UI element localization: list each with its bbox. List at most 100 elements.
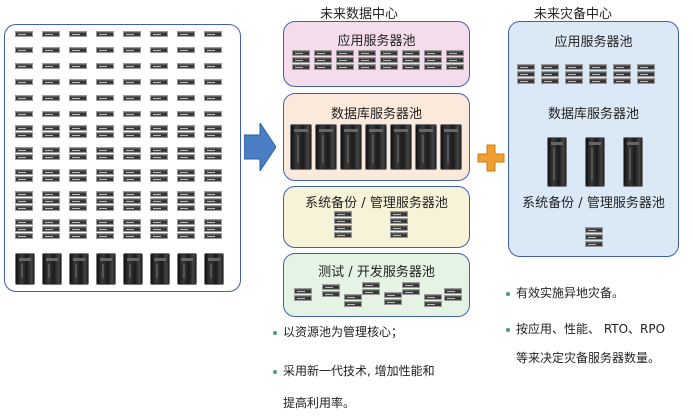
server-unit-icon [292,64,310,70]
rack-cabinet-icon [315,124,337,170]
rack-cabinet-icon [365,124,387,170]
server-unit-icon [15,47,33,53]
server-unit-icon [69,233,87,239]
server-unit-icon [15,226,33,232]
server-unit-icon [424,301,442,307]
server-unit-icon [613,64,631,70]
server-unit-icon [334,218,352,224]
server-unit-icon [69,226,87,232]
server-unit-icon [334,232,352,238]
server-unit-icon [96,205,114,211]
server-unit-icon [42,47,60,53]
rack-cabinet-icon [623,137,643,187]
server-unit-icon [123,31,141,37]
server-unit-icon [15,79,33,85]
server-unit-icon [150,63,168,69]
server-unit-icon [444,295,462,301]
rack-cabinet-icon [69,253,89,285]
server-unit-icon [322,284,340,290]
server-unit-icon [177,226,195,232]
server-unit-icon [42,169,60,175]
server-unit-icon [585,227,603,233]
server-unit-icon [204,125,222,131]
server-unit-icon [123,95,141,101]
server-unit-icon [380,57,398,63]
server-unit-icon [204,95,222,101]
dc-bullet-2: 采用新一代技术, 增加性能和 [273,363,435,379]
server-unit-icon [390,225,408,231]
rack-cabinet-icon [96,253,116,285]
server-unit-icon [15,205,33,211]
rack-cabinet-icon [390,124,412,170]
server-unit-icon [69,147,87,153]
server-unit-icon [15,132,33,138]
server-unit-icon [15,125,33,131]
server-unit-icon [177,233,195,239]
server-unit-icon [96,191,114,197]
server-unit-icon [42,79,60,85]
server-unit-icon [204,47,222,53]
server-unit-icon [150,191,168,197]
server-unit-icon [314,57,332,63]
server-unit-icon [15,176,33,182]
server-unit-icon [585,241,603,247]
server-unit-icon [334,225,352,231]
server-unit-icon [637,78,655,84]
server-unit-icon [123,79,141,85]
dc-test-pool: 测试 / 开发服务器池 [283,253,470,317]
server-unit-icon [384,292,402,298]
server-unit-icon [42,111,60,117]
server-unit-icon [177,47,195,53]
server-unit-icon [69,132,87,138]
server-unit-icon [42,31,60,37]
server-unit-icon [15,219,33,225]
rack-cabinet-icon [547,137,567,187]
server-unit-icon [96,63,114,69]
server-unit-icon [96,31,114,37]
server-unit-icon [96,79,114,85]
server-unit-icon [42,95,60,101]
server-unit-icon [565,64,583,70]
server-unit-icon [613,71,631,77]
plus-icon [477,144,505,172]
rack-cabinet-icon [415,124,437,170]
server-unit-icon [42,125,60,131]
server-unit-icon [123,191,141,197]
server-unit-icon [123,111,141,117]
server-unit-icon [177,31,195,37]
server-unit-icon [204,219,222,225]
server-unit-icon [336,64,354,70]
server-unit-icon [15,147,33,153]
server-unit-icon [344,294,362,300]
server-unit-icon [150,219,168,225]
server-unit-icon [177,125,195,131]
server-unit-icon [589,78,607,84]
server-unit-icon [336,57,354,63]
server-unit-icon [150,233,168,239]
server-unit-icon [177,205,195,211]
bullet-dot [273,330,277,335]
server-unit-icon [402,64,420,70]
server-unit-icon [446,57,464,63]
server-unit-icon [96,169,114,175]
server-unit-icon [42,147,60,153]
dr-center-panel: 应用服务器池 数据库服务器池 系统备份 / 管理服务器池 [508,21,679,257]
server-unit-icon [69,176,87,182]
server-unit-icon [565,78,583,84]
server-unit-icon [336,50,354,56]
server-unit-icon [150,95,168,101]
rack-cabinet-icon [290,124,312,170]
server-unit-icon [69,198,87,204]
server-unit-icon [292,50,310,56]
server-unit-icon [42,226,60,232]
dc-db-pool-label: 数据库服务器池 [330,107,422,122]
server-unit-icon [589,71,607,77]
server-unit-icon [565,71,583,77]
server-unit-icon [123,169,141,175]
server-unit-icon [150,125,168,131]
rack-cabinet-icon [440,124,462,170]
server-unit-icon [69,79,87,85]
server-unit-icon [446,64,464,70]
server-unit-icon [42,205,60,211]
server-unit-icon [123,219,141,225]
